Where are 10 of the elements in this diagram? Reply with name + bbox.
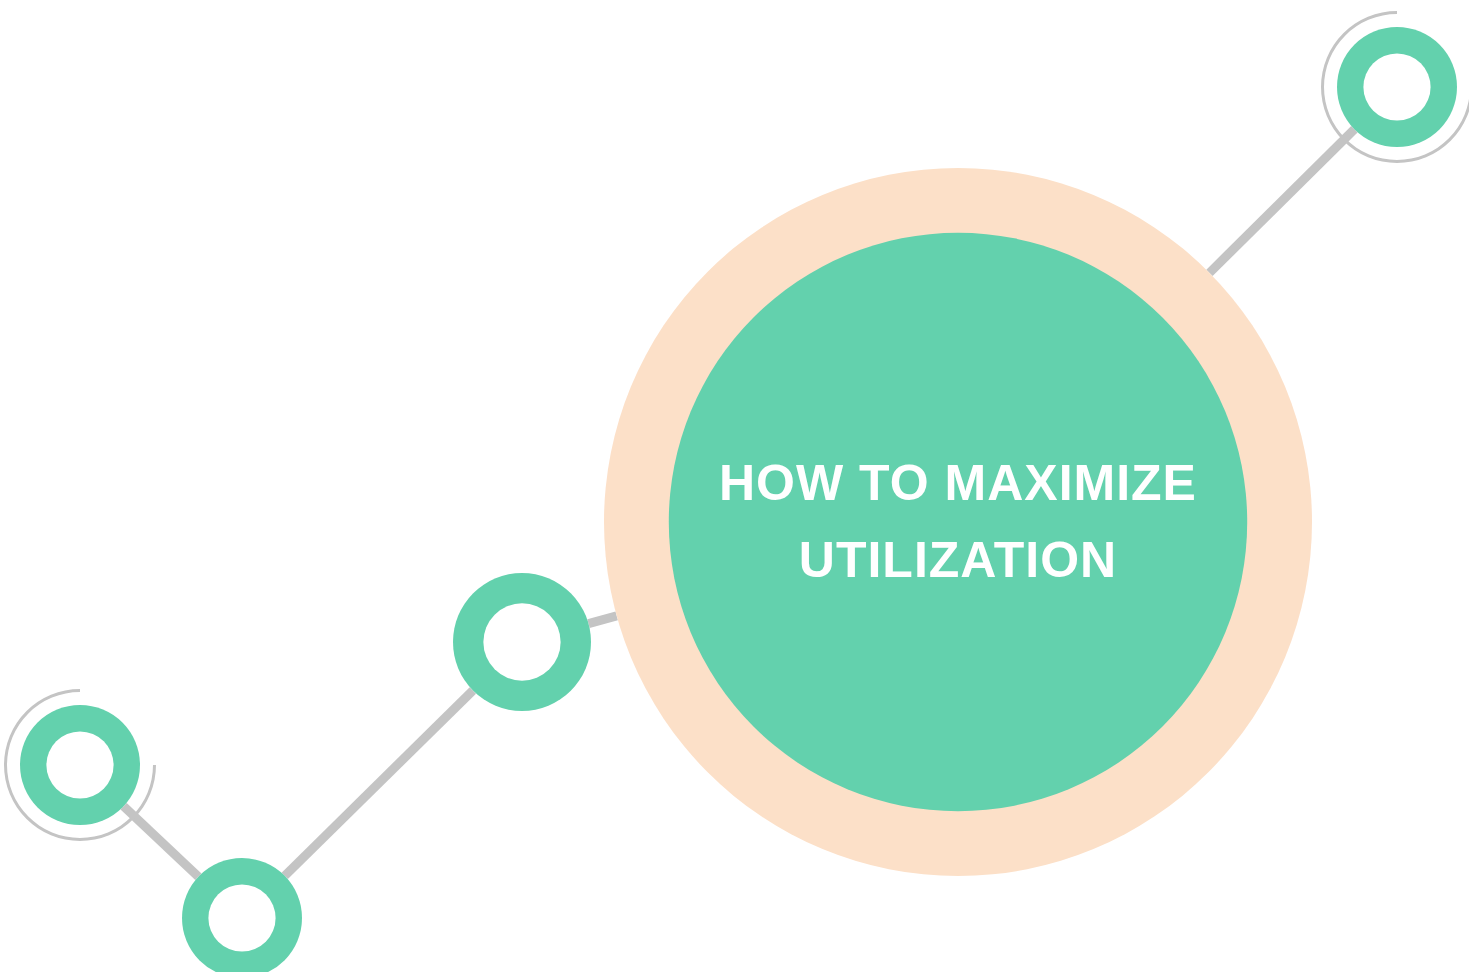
connector-line	[281, 687, 476, 880]
ring-marker	[20, 705, 140, 825]
connector-line	[587, 611, 618, 629]
ring-marker	[1337, 27, 1457, 147]
title-text: HOW TO MAXIMIZE UTILIZATION	[718, 454, 1198, 590]
ring-marker	[453, 573, 591, 711]
ring-marker	[182, 858, 302, 972]
connector-line	[1206, 126, 1358, 277]
title-circle	[604, 168, 1312, 876]
connector-line	[120, 802, 202, 881]
